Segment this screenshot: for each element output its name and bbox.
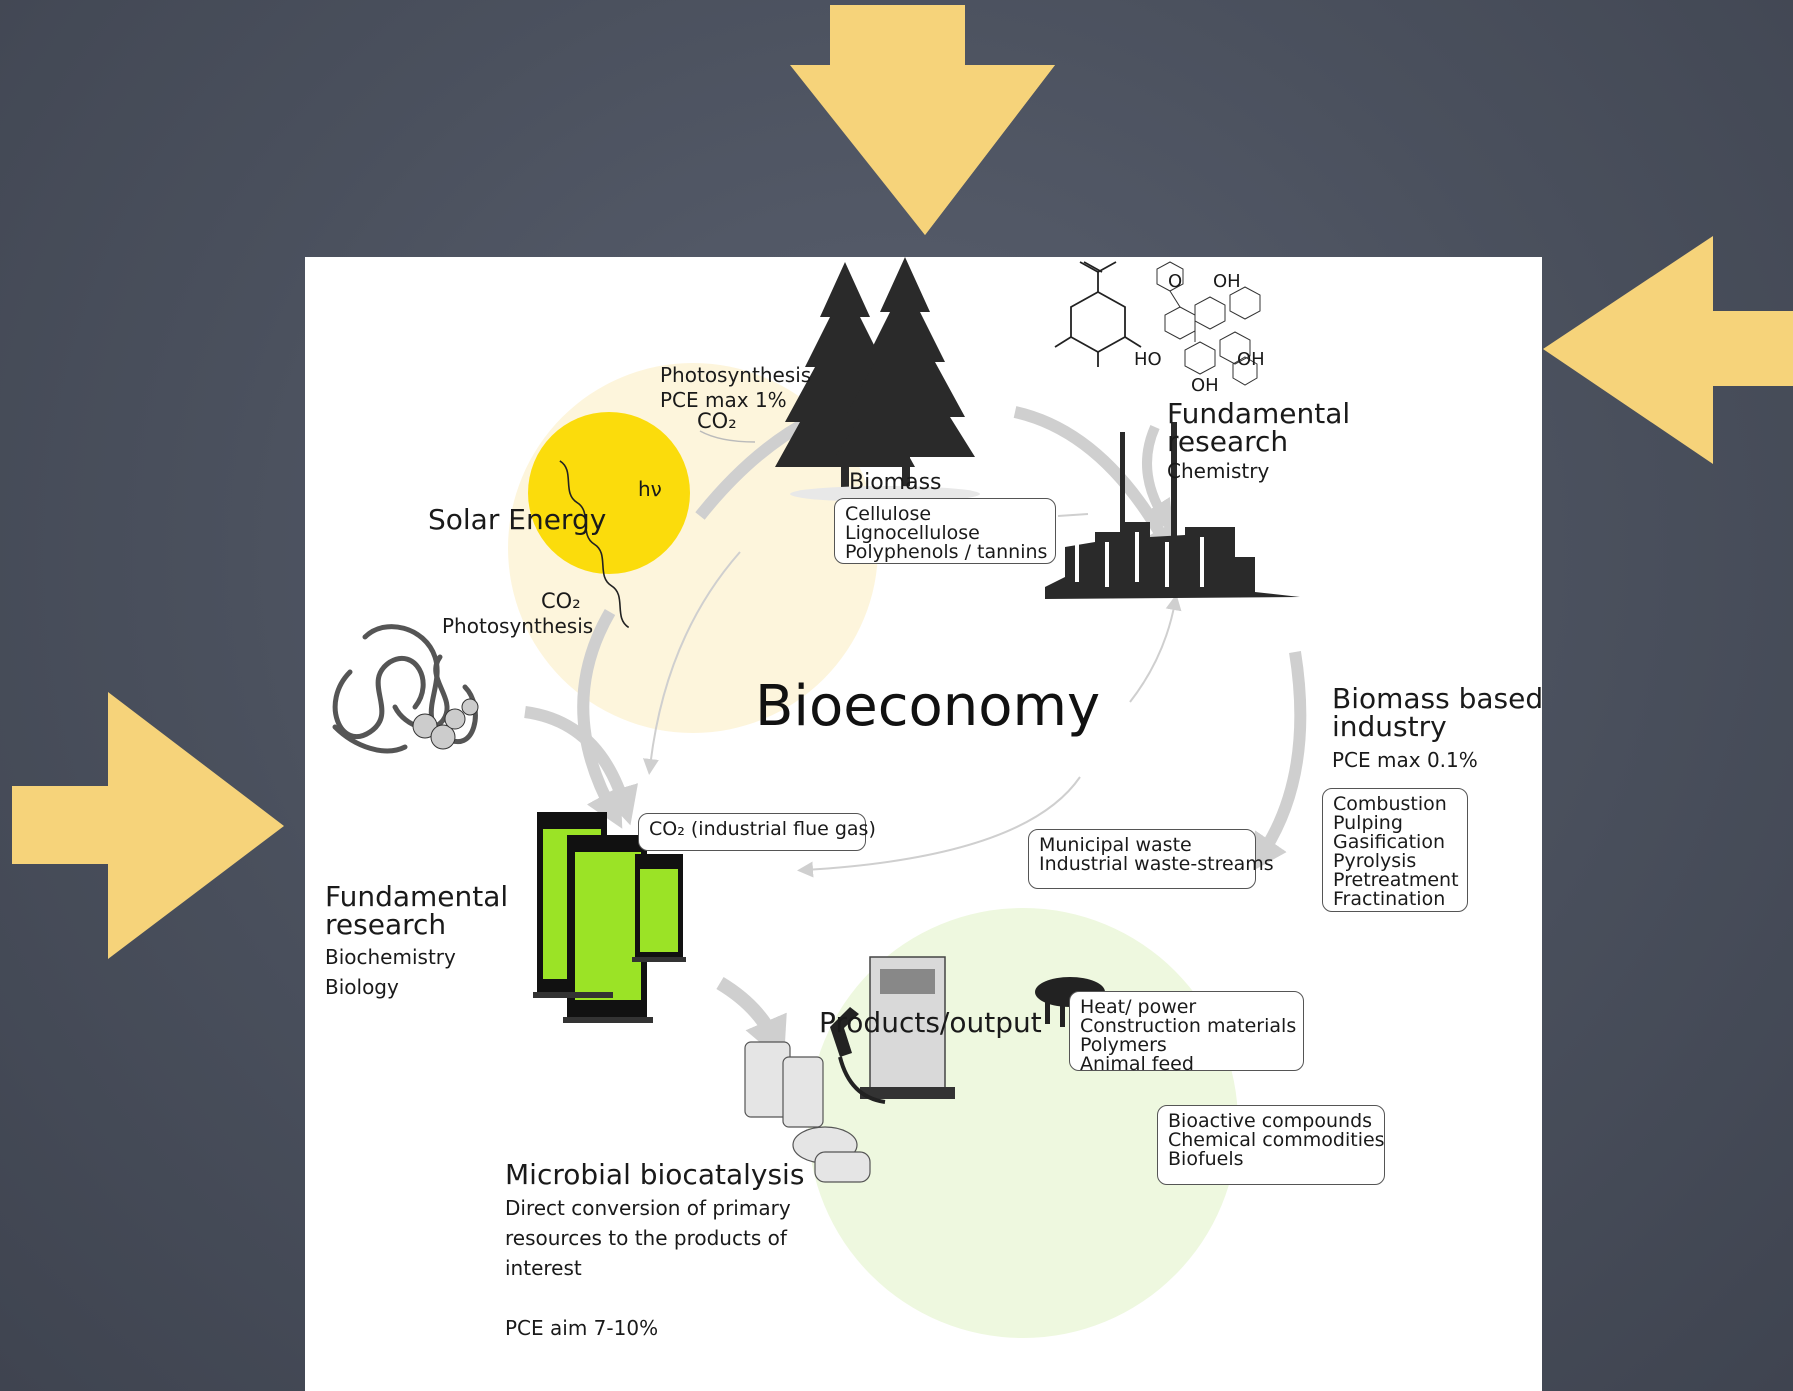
industry-box: Combustion Pulping Gasification Pyrolysi… xyxy=(1322,788,1468,912)
molecule-oh-bottom: OH xyxy=(1191,375,1219,396)
diagram-panel: Bioeconomy Solar Energy hν Photosynthesi… xyxy=(305,257,1542,1391)
industry-line1: Biomass based xyxy=(1332,682,1542,715)
trees-icon xyxy=(775,257,975,492)
fundamental-chem-line3: Chemistry xyxy=(1167,459,1270,483)
protein-spheres-icon xyxy=(412,698,479,750)
microbial-title: Microbial biocatalysis xyxy=(505,1158,805,1191)
hv-label: hν xyxy=(638,477,662,501)
microbial-desc-3: interest xyxy=(505,1256,582,1280)
arrow-left-icon xyxy=(1543,236,1793,464)
products-box-1: Heat/ power Construction materials Polym… xyxy=(1069,991,1304,1074)
flue-gas-box: CO₂ (industrial flue gas) xyxy=(638,813,876,851)
bottles-icon xyxy=(744,1041,871,1183)
flow-arrow-bio-microbial xyxy=(524,706,638,826)
photosynthesis-top-co2: CO₂ xyxy=(697,409,737,433)
molecule-tannin-icon xyxy=(1156,261,1261,386)
factory-icon xyxy=(1045,422,1300,599)
photosynthesis-left-line2: Photosynthesis xyxy=(442,614,594,638)
fundamental-bio-line3: Biochemistry xyxy=(325,945,456,969)
photosynthesis-top-line1: Photosynthesis xyxy=(660,363,812,387)
thin-line-co2 xyxy=(699,430,756,443)
waste-box: Municipal waste Industrial waste-streams xyxy=(1028,829,1274,889)
sun-icon xyxy=(528,412,690,574)
molecule-ho: HO xyxy=(1134,349,1162,370)
molecule-gallic-acid-icon xyxy=(1054,261,1142,367)
industry-line2: industry xyxy=(1332,710,1447,743)
flow-arrow-industry-products xyxy=(1249,651,1307,873)
thin-line-biomass-box xyxy=(1057,513,1089,517)
thin-arrow-waste-industry xyxy=(1129,594,1182,703)
solar-energy-label: Solar Energy xyxy=(428,503,607,536)
biomass-box: Cellulose Lignocellulose Polyphenols / t… xyxy=(834,498,1056,564)
molecule-oh-top: OH xyxy=(1213,271,1241,292)
fuel-pump-icon xyxy=(830,956,955,1104)
thin-arrow-waste-microbial xyxy=(797,776,1081,878)
industry-pce: PCE max 0.1% xyxy=(1332,748,1478,772)
fundamental-bio-line2: research xyxy=(325,908,447,941)
flow-arrow-sun-microbial xyxy=(577,608,623,829)
light-wave-icon xyxy=(559,460,630,629)
molecule-o: O xyxy=(1168,271,1183,292)
biomass-label: Biomass xyxy=(849,470,942,495)
arrow-down-icon xyxy=(790,5,1055,235)
flow-arrow-chem-industry xyxy=(1142,424,1174,533)
products-box-2: Bioactive compounds Chemical commodities… xyxy=(1157,1105,1385,1185)
diagram-graphics: Bioeconomy xyxy=(332,257,1307,1338)
microbial-pce: PCE aim 7-10% xyxy=(505,1316,659,1340)
photosynthesis-top-line2: PCE max 1% xyxy=(660,388,787,412)
thin-arrow-biomass-flue xyxy=(642,551,741,775)
fundamental-bio-line4: Biology xyxy=(325,975,399,999)
page-title: Bioeconomy xyxy=(755,674,1100,739)
microbial-desc-2: resources to the products of xyxy=(505,1226,787,1250)
fundamental-chem-line2: research xyxy=(1167,425,1289,458)
fundamental-chem-line1: Fundamental xyxy=(1167,397,1351,430)
flow-arrow-microbial-products xyxy=(716,976,787,1063)
fundamental-bio-line1: Fundamental xyxy=(325,880,509,913)
products-label: Products/output xyxy=(819,1006,1042,1039)
bioreactors-icon xyxy=(533,812,686,1023)
molecule-oh-right: OH xyxy=(1237,349,1265,370)
microbial-desc-1: Direct conversion of primary xyxy=(505,1196,791,1220)
arrow-right-icon xyxy=(12,692,284,959)
photosynthesis-left-co2: CO₂ xyxy=(541,589,581,613)
